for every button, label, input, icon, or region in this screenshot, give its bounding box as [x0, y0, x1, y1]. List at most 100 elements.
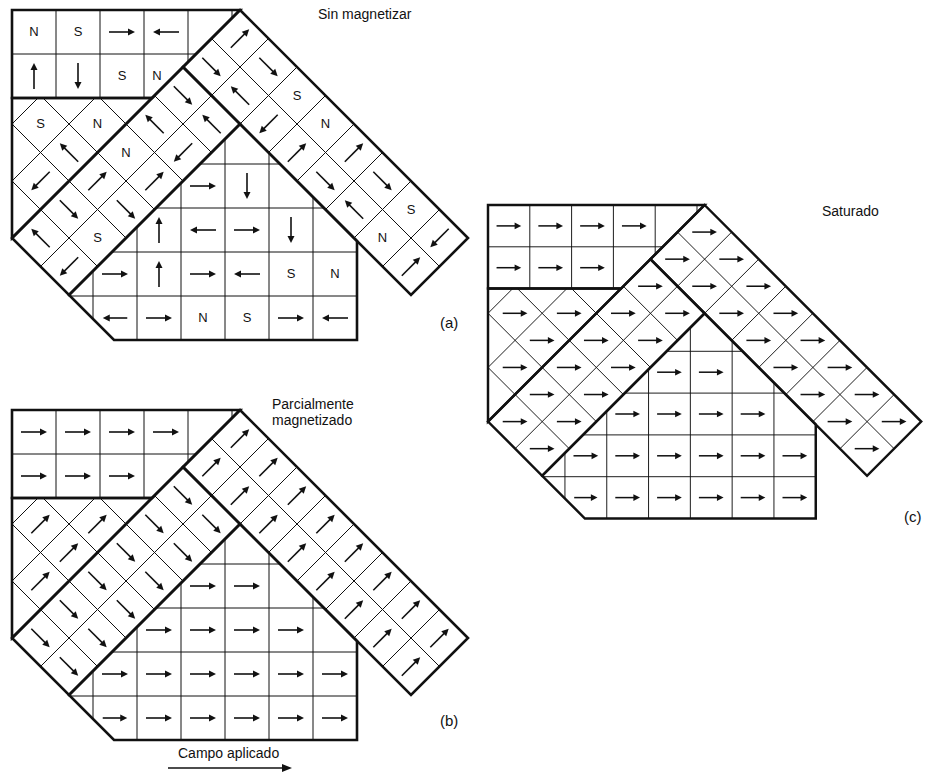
arrow-head — [384, 629, 391, 636]
domain-wall — [0, 10, 697, 774]
arrow-shaft — [699, 497, 719, 499]
domain-wall — [0, 10, 412, 774]
domain-wall — [0, 0, 435, 585]
pole-letter: N — [321, 117, 330, 132]
arrow-head — [548, 445, 555, 452]
domain-wall — [0, 0, 355, 410]
domain-wall — [56, 0, 57, 370]
domain-wall — [216, 0, 944, 585]
arrow-shaft — [149, 118, 164, 133]
domain-wall — [0, 560, 512, 561]
arrow-head — [128, 211, 135, 218]
domain-wall — [0, 0, 526, 410]
domain-wall — [487, 0, 944, 585]
domain-wall — [0, 10, 583, 774]
domain-wall — [0, 0, 435, 585]
arrow-head — [717, 452, 724, 459]
domain-wall — [216, 0, 944, 585]
pole-letter-text: S — [118, 69, 127, 84]
arrow-shaft — [174, 486, 189, 501]
domain-wall — [353, 0, 944, 410]
arrow-head — [60, 268, 67, 275]
pole-letter-text: N — [330, 267, 339, 282]
arrow-head — [548, 337, 555, 344]
domain-wall — [0, 0, 13, 410]
domain-wall — [541, 0, 944, 585]
domain-wall — [469, 309, 944, 310]
domain-wall — [0, 0, 760, 585]
domain-wall — [732, 186, 733, 547]
domain-wall — [0, 0, 706, 585]
arrow-shaft — [882, 421, 902, 423]
domain-wall — [529, 186, 530, 547]
domain-wall — [0, 10, 526, 774]
domain-wall — [0, 10, 355, 774]
domain-wall — [270, 0, 944, 585]
domain-wall — [276, 0, 277, 370]
arrow-head — [299, 543, 306, 550]
panel-label: (b) — [440, 712, 458, 729]
arrow-head — [209, 671, 216, 678]
arrow-shaft — [117, 200, 132, 215]
domain-wall — [0, 0, 760, 585]
grain — [0, 212, 885, 774]
domain-wall — [108, 0, 868, 585]
arrow-shaft — [503, 367, 523, 369]
domain-wall — [0, 0, 127, 410]
domain-wall — [773, 186, 774, 547]
arrow-shaft — [108, 317, 128, 319]
domain-wall — [0, 10, 469, 774]
domain-wall — [410, 10, 944, 774]
domain-wall — [564, 186, 565, 547]
domain-wall — [439, 186, 440, 547]
arrow-head — [128, 554, 135, 561]
domain-wall — [0, 0, 70, 410]
domain-wall — [56, 390, 57, 770]
domain-wall — [0, 322, 512, 323]
arrow-head — [172, 429, 179, 436]
arrow-shaft — [177, 143, 192, 158]
domain-wall — [469, 58, 944, 59]
domain-wall — [239, 10, 944, 774]
domain-wall — [195, 186, 196, 547]
arrow-shaft — [103, 717, 123, 719]
grain — [0, 0, 944, 585]
arrow-shaft — [88, 629, 103, 644]
domain-wall — [0, 10, 13, 774]
arrow-head — [209, 715, 216, 722]
domain-wall — [469, 602, 944, 603]
arrow-shaft — [117, 543, 132, 558]
domain-wall — [595, 0, 944, 585]
domain-wall — [353, 10, 944, 774]
domain-wall — [410, 0, 944, 410]
arrow-head — [270, 69, 277, 76]
domain-wall — [0, 300, 512, 301]
arrow-head — [322, 315, 329, 322]
arrow-head — [156, 261, 163, 268]
domain-wall — [0, 0, 298, 410]
arrow-shaft — [322, 673, 343, 675]
domain-wall — [216, 0, 944, 585]
pole-letter-text: N — [198, 311, 207, 326]
domain-wall — [68, 10, 868, 774]
arrow-shaft — [290, 217, 292, 238]
domain-wall — [433, 0, 944, 585]
magnetization-arrows — [31, 86, 220, 275]
domain-wall — [0, 10, 469, 774]
domain-wall — [758, 0, 944, 585]
domain-wall — [469, 476, 944, 477]
domain-wall — [0, 0, 526, 410]
domain-wall — [0, 0, 13, 410]
domain-wall — [841, 0, 842, 370]
arrow-shaft — [322, 717, 343, 719]
domain-wall — [0, 10, 298, 774]
domain-wall — [68, 0, 868, 410]
arrow-head — [145, 115, 152, 122]
domain-wall — [0, 0, 298, 410]
domain-wall — [355, 186, 356, 547]
domain-wall — [0, 0, 241, 410]
domain-wall — [0, 10, 127, 774]
domain-wall — [0, 0, 412, 410]
arrow-shaft — [557, 421, 577, 423]
